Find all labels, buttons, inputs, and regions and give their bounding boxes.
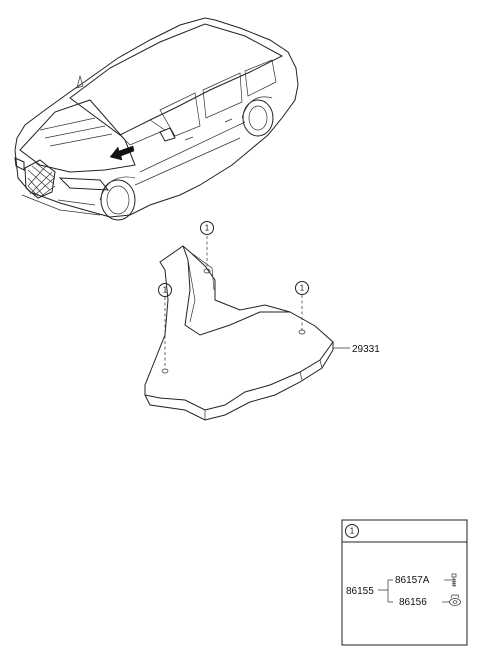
assembly-number: 86155 [346,586,374,597]
screw-icon [444,573,457,587]
callout-leaders [164,236,350,369]
svg-text:1: 1 [300,284,305,293]
callout-1-right: 1 [295,281,309,295]
callout-1-top: 1 [200,221,214,235]
legend-box: 1 86155 86157A 86156 [341,519,468,646]
legend-callout: 1 [350,527,355,536]
clip-icon [442,594,461,606]
sub-part-86156: 86156 [399,597,427,608]
sub-part-86157A: 86157A [395,575,430,586]
car-illustration [14,17,299,221]
part-29331-cover [144,245,334,421]
part-number-label: 29331 [352,344,380,355]
svg-text:1: 1 [205,224,210,233]
svg-text:1: 1 [163,286,168,295]
location-arrow-icon [109,145,135,161]
callout-1-left: 1 [158,283,172,297]
